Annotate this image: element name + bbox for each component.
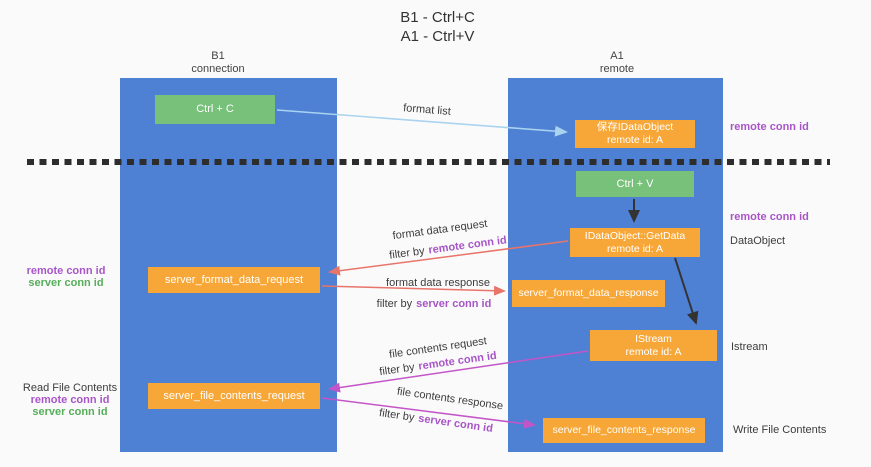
lane-b1-title: B1 <box>211 50 225 62</box>
node-server-format-data-response: server_format_data_response <box>512 280 665 307</box>
node-ctrl-c-label: Ctrl + C <box>196 103 234 115</box>
label-server-conn-id-left-1: server conn id <box>28 277 104 289</box>
label-group-format-conn-ids: remote conn id server conn id <box>20 265 112 289</box>
label-istream: Istream <box>731 341 768 353</box>
lane-b1-subtitle: connection <box>191 63 245 75</box>
arrow-file-contents-response <box>321 397 536 429</box>
arrow-format-data-request <box>328 240 569 276</box>
label-group-file-conn-ids: Read File Contents remote conn id server… <box>20 382 120 418</box>
node-idataobject-getdata: IDataObject::GetData remote id: A <box>570 228 700 257</box>
node-save-idataobject-line2: remote id: A <box>606 134 664 146</box>
node-server-format-data-request: server_format_data_request <box>148 267 320 293</box>
node-server-format-data-response-label: server_format_data_response <box>518 287 659 300</box>
node-save-idataobject-line1: 保存IDataObject <box>596 121 674 133</box>
node-server-file-contents-response-label: server_file_contents_response <box>552 424 696 437</box>
node-istream: IStream remote id: A <box>590 330 717 361</box>
diagram-title: B1 - Ctrl+C A1 - Ctrl+V <box>350 8 525 46</box>
label-remote-conn-id-top-right: remote conn id <box>730 121 809 133</box>
node-server-format-data-request-label: server_format_data_request <box>164 273 304 286</box>
lane-a1-subtitle: remote <box>599 63 635 75</box>
lane-header-a1: A1 remote <box>557 50 677 76</box>
node-ctrl-v-label: Ctrl + V <box>616 177 654 190</box>
label-remote-conn-id-left-2: remote conn id <box>30 394 110 406</box>
arrow-getdata-to-istream <box>674 257 699 325</box>
arrow-format-list <box>276 109 568 137</box>
node-getdata-line1: IDataObject::GetData <box>584 229 686 242</box>
label-dataobject: DataObject <box>730 235 786 247</box>
node-istream-line2: remote id: A <box>625 345 682 358</box>
node-server-file-contents-response: server_file_contents_response <box>543 418 705 443</box>
arrow-file-contents-request <box>328 350 589 393</box>
node-server-file-contents-request: server_file_contents_request <box>148 383 320 409</box>
title-line-2: A1 - Ctrl+V <box>400 28 475 45</box>
filter-by-text: filter by <box>376 298 413 310</box>
lane-header-b1: B1 connection <box>158 50 278 76</box>
node-ctrl-v: Ctrl + V <box>576 171 694 197</box>
arrow-format-data-response <box>321 285 506 296</box>
label-read-file-contents: Read File Contents <box>22 382 118 394</box>
lane-a1-title: A1 <box>610 50 624 62</box>
node-server-file-contents-request-label: server_file_contents_request <box>163 389 305 402</box>
label-remote-conn-id-left-1: remote conn id <box>26 265 106 277</box>
title-line-1: B1 - Ctrl+C <box>400 9 475 26</box>
label-format-data-response: format data response <box>386 277 490 289</box>
label-remote-conn-id-mid-right: remote conn id <box>730 211 809 223</box>
label-write-file-contents: Write File Contents <box>733 424 827 436</box>
node-save-idataobject: 保存IDataObject remote id: A <box>575 120 695 148</box>
label-server-conn-id-left-2: server conn id <box>32 406 108 418</box>
node-istream-line1: IStream <box>635 332 672 345</box>
server-conn-id-highlight: server conn id <box>416 298 492 310</box>
node-getdata-line2: remote id: A <box>606 242 664 255</box>
node-ctrl-c: Ctrl + C <box>155 95 275 124</box>
